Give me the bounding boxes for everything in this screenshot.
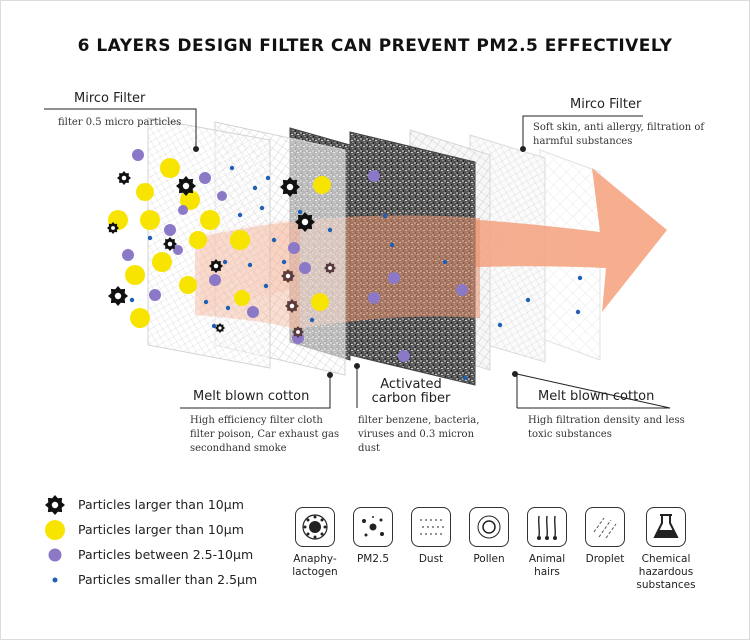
chemical-icon — [646, 507, 686, 547]
legend-item-yellow: Particles larger than 10μm — [40, 519, 280, 541]
blue-dot-particles — [129, 165, 583, 381]
pm25-icon — [353, 507, 393, 547]
yellow-particles — [108, 158, 331, 328]
legend-text-gear: Particles larger than 10μm — [78, 497, 244, 512]
icon-item-pollen: Pollen — [459, 507, 519, 566]
icon-caption: PM2.5 — [356, 553, 390, 565]
black-gear-particles — [107, 171, 336, 338]
icon-caption: Pollen — [473, 553, 505, 565]
pollen-icon — [469, 507, 509, 547]
page-title: 6 LAYERS DESIGN FILTER CAN PREVENT PM2.5… — [77, 36, 673, 56]
label-melt-blown-1-description: High efficiency filter cloth filter pois… — [190, 415, 340, 454]
icon-caption: hazardous — [638, 566, 694, 578]
icon-caption: Dust — [418, 553, 444, 565]
icon-caption: lactogen — [292, 566, 338, 578]
label-top-left-description: filter 0.5 micro particles — [58, 117, 182, 128]
dust-icon — [411, 507, 451, 547]
icon-caption: substances — [636, 579, 696, 591]
legend-item-blue: Particles smaller than 2.5μm — [40, 569, 280, 591]
legend-text-purple: Particles between 2.5-10μm — [78, 547, 254, 562]
icon-item-dust: Dust — [401, 507, 461, 566]
legend-item-gear: Particles larger than 10μm — [40, 494, 280, 516]
icon-caption: hairs — [534, 566, 560, 578]
label-melt-blown-2-heading: Melt blown cotton — [538, 389, 655, 404]
label-melt-blown-1-heading: Melt blown cotton — [193, 389, 310, 404]
leader-lines — [44, 108, 671, 409]
icon-caption: Droplet — [585, 553, 625, 565]
label-carbon-heading-line2: carbon fiber — [371, 391, 451, 406]
icon-caption: Anaphy- — [293, 553, 337, 565]
icon-item-droplet: Droplet — [575, 507, 635, 566]
label-melt-blown-2-description: High filtration density and less toxic s… — [528, 415, 685, 440]
black-gear-particle-icon — [45, 495, 65, 515]
anaphylactogen-icon — [295, 507, 335, 547]
icon-caption: Animal — [528, 553, 566, 565]
purple-particles — [122, 149, 468, 362]
icon-item-pm25: PM2.5 — [343, 507, 403, 566]
yellow-circle-particle-icon — [45, 520, 65, 540]
legend-item-purple: Particles between 2.5-10μm — [40, 544, 280, 566]
droplet-icon — [585, 507, 625, 547]
purple-circle-particle-icon — [48, 548, 62, 562]
legend-text-yellow: Particles larger than 10μm — [78, 522, 244, 537]
animal-hairs-icon — [527, 507, 567, 547]
blue-dot-particle-icon — [52, 577, 58, 583]
legend-text-blue: Particles smaller than 2.5μm — [78, 572, 258, 587]
label-top-right-heading: Mirco Filter — [570, 97, 642, 112]
icon-caption: Chemical — [641, 553, 691, 565]
label-top-right-description: Soft skin, anti allergy, filtration of h… — [533, 122, 705, 147]
label-carbon-heading: Activated carbon fiber — [366, 378, 456, 406]
label-carbon-description: filter benzene, bacteria, viruses and 0.… — [358, 415, 480, 454]
icon-item-anaphylactogen: Anaphy-lactogen — [285, 507, 345, 579]
label-top-left-heading: Mirco Filter — [74, 91, 146, 106]
label-carbon-heading-line1: Activated — [380, 377, 442, 392]
